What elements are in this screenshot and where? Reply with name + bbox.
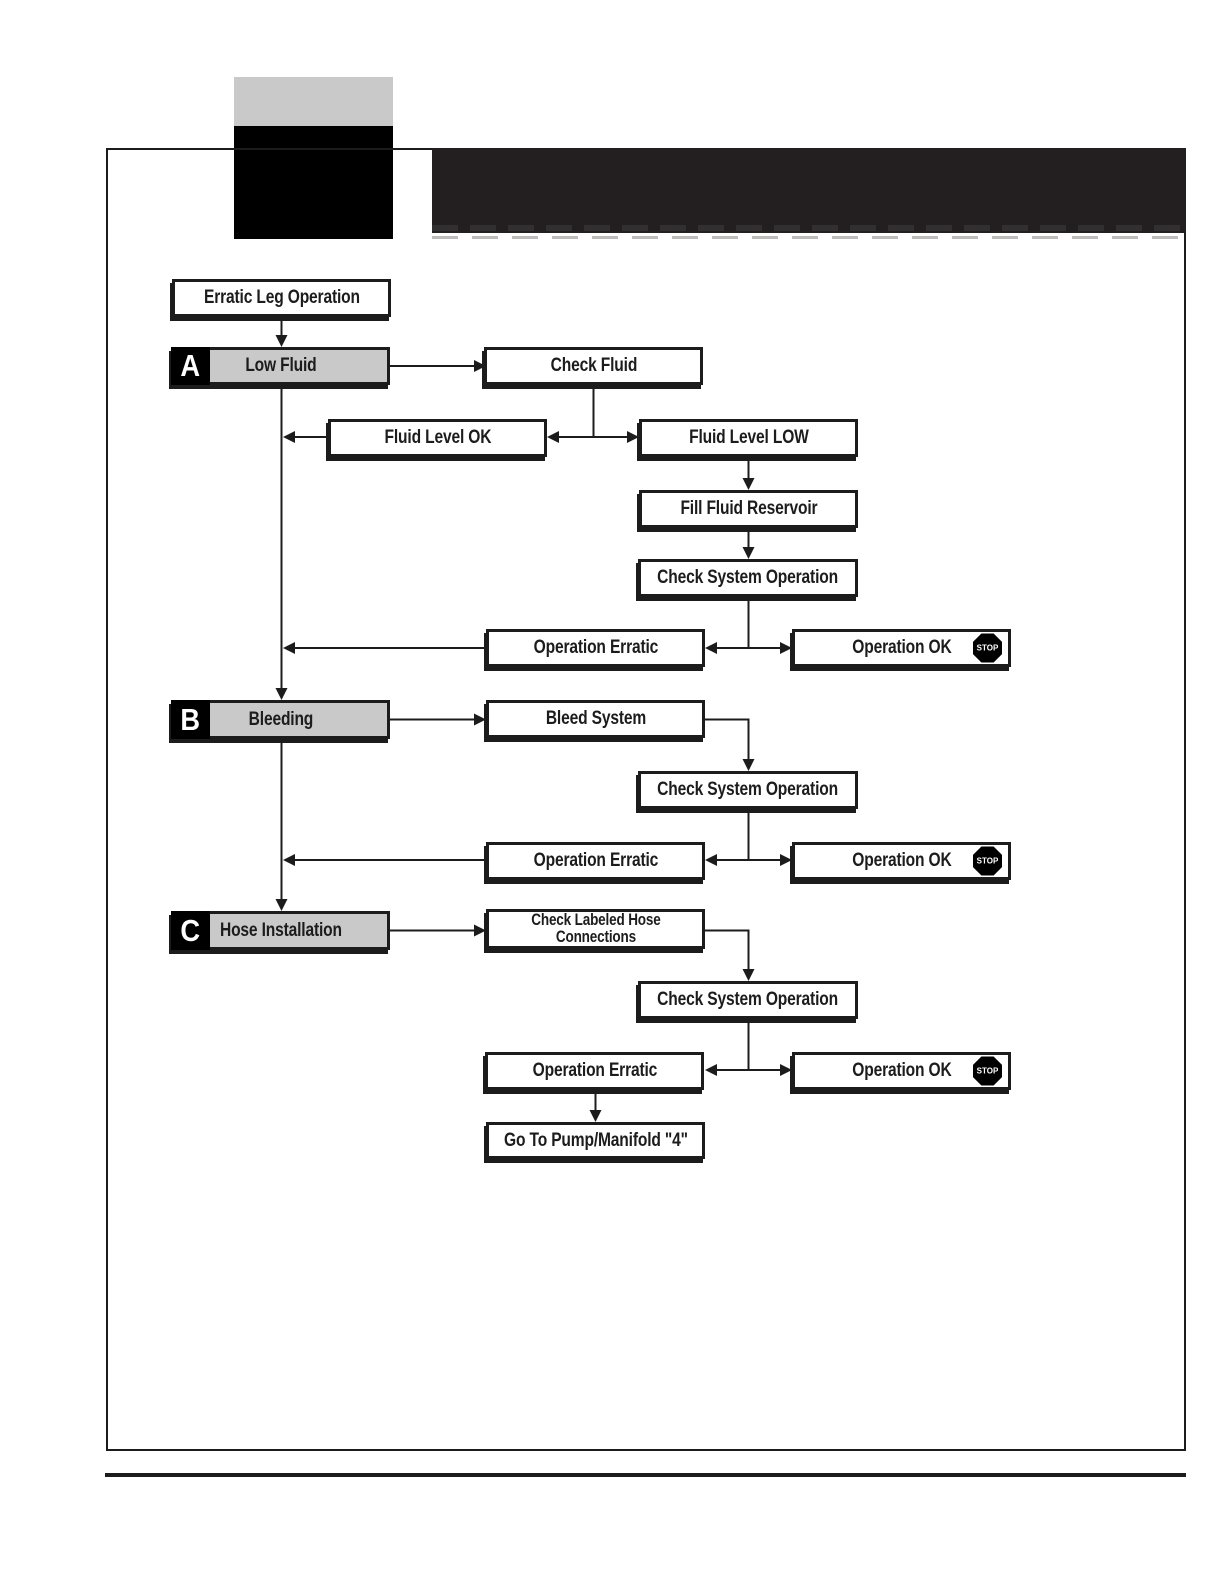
- section-c-letter-tab: C: [171, 911, 210, 950]
- section-a-header: Low Fluid A: [171, 347, 390, 385]
- node-label: Operation OK: [851, 1060, 952, 1082]
- footer-rule: [105, 1473, 1186, 1477]
- node-label: Check System Operation: [657, 989, 839, 1011]
- node-label: Operation Erratic: [533, 637, 658, 659]
- node-label: Operation Erratic: [532, 1060, 657, 1082]
- node-operation-erratic-b: Operation Erratic: [486, 842, 705, 880]
- section-b-label-wrap: Bleeding: [174, 703, 387, 736]
- node-label: Check System Operation: [657, 567, 839, 589]
- node-label: Check Labeled Hose Connections: [530, 911, 661, 946]
- node-fluid-level-low: Fluid Level LOW: [639, 419, 858, 457]
- node-check-labeled-hose-connections: Check Labeled Hose Connections: [486, 909, 705, 949]
- header-bar-scan-artifact: [432, 236, 1186, 239]
- node-label: Fluid Level LOW: [688, 427, 809, 449]
- node-label: Fill Fluid Reservoir: [680, 498, 817, 520]
- section-c-header: Hose Installation C: [171, 911, 390, 950]
- section-b-letter-tab: B: [171, 700, 210, 739]
- header-bar: [432, 148, 1186, 233]
- node-operation-erratic-a: Operation Erratic: [486, 629, 705, 667]
- node-label: Check Fluid: [550, 355, 637, 377]
- page-corner-black-block: [234, 126, 393, 239]
- section-a-label: Low Fluid: [244, 355, 317, 376]
- node-operation-ok-a: Operation OK STOP: [792, 629, 1011, 667]
- node-check-system-operation-a: Check System Operation: [638, 559, 858, 597]
- stop-icon: STOP: [973, 633, 1002, 663]
- node-label: Bleed System: [545, 708, 646, 730]
- section-b-header: Bleeding B: [171, 700, 390, 739]
- node-label: Erratic Leg Operation: [203, 287, 360, 309]
- node-erratic-leg-operation: Erratic Leg Operation: [172, 279, 391, 317]
- section-c-letter: C: [180, 912, 201, 948]
- node-check-fluid: Check Fluid: [484, 347, 703, 385]
- node-bleed-system: Bleed System: [486, 700, 705, 738]
- section-c-label: Hose Installation: [219, 919, 342, 941]
- node-go-to-pump-manifold: Go To Pump/Manifold "4": [486, 1122, 705, 1159]
- node-label: Go To Pump/Manifold "4": [503, 1129, 688, 1151]
- node-fill-fluid-reservoir: Fill Fluid Reservoir: [639, 490, 858, 528]
- node-label: Check System Operation: [657, 779, 839, 801]
- section-b-letter: B: [180, 701, 201, 737]
- section-b-label: Bleeding: [248, 708, 313, 730]
- node-operation-erratic-c: Operation Erratic: [485, 1052, 704, 1090]
- node-operation-ok-c: Operation OK STOP: [792, 1052, 1011, 1090]
- section-a-letter-tab: A: [171, 347, 210, 385]
- node-operation-ok-b: Operation OK STOP: [792, 842, 1011, 880]
- page-corner-gray-block: [234, 77, 393, 126]
- node-label: Operation OK: [851, 637, 952, 659]
- section-a-label-wrap: Low Fluid: [174, 350, 387, 382]
- node-label: Operation Erratic: [533, 850, 658, 872]
- node-check-system-operation-b: Check System Operation: [638, 771, 858, 809]
- node-check-system-operation-c: Check System Operation: [638, 981, 858, 1019]
- stop-icon: STOP: [973, 1056, 1002, 1086]
- stop-icon: STOP: [973, 846, 1002, 876]
- node-label: Operation OK: [851, 850, 952, 872]
- node-label: Fluid Level OK: [384, 427, 491, 449]
- section-a-letter: A: [180, 348, 201, 383]
- node-fluid-level-ok: Fluid Level OK: [328, 419, 547, 457]
- section-c-label-wrap: Hose Installation: [174, 914, 387, 947]
